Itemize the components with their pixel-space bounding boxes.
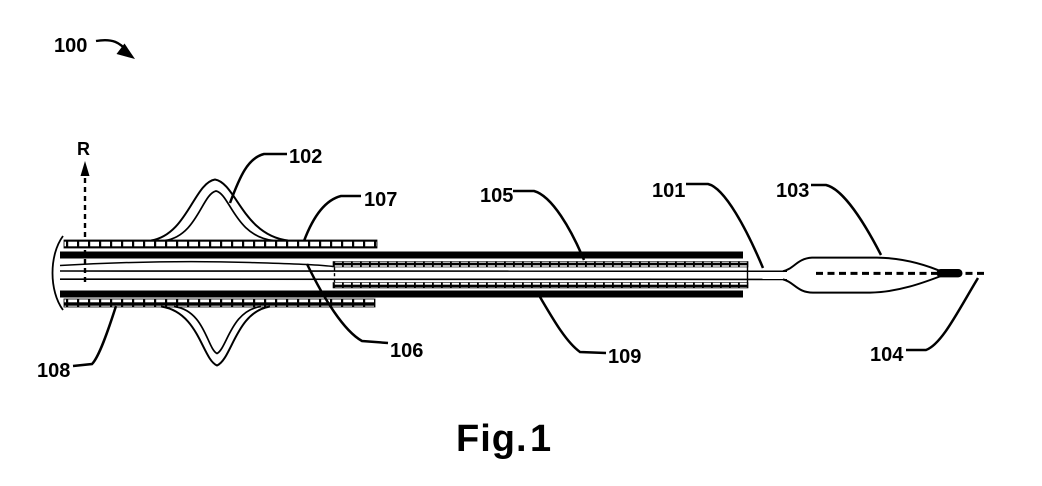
radial-arrowhead-icon (80, 161, 90, 176)
figure-caption-number: 1 (530, 418, 552, 460)
leader-105 (513, 189, 586, 261)
leader-104 (906, 277, 980, 352)
ref-label-102: 102 (289, 146, 322, 168)
catheter-top-wall (60, 251, 743, 259)
leader-102 (228, 152, 287, 204)
leader-101 (686, 182, 765, 269)
catheter-bottom-wall (60, 290, 743, 298)
ref-label-101: 101 (652, 180, 685, 202)
anchor-bump-top-outer (150, 178, 289, 242)
anchor-bump-top-inner (164, 190, 274, 242)
anchor-bump-bottom-inner (173, 305, 262, 355)
leader-107 (302, 194, 361, 242)
inner-shaft-top-hatch (332, 261, 749, 268)
leader-106 (305, 263, 389, 345)
leader-103 (811, 183, 883, 256)
ref-label-104: 104 (870, 344, 904, 366)
balloon-outline-top (782, 256, 945, 274)
outer-sheath-top-hatch (63, 239, 378, 249)
guidewire-line (59, 260, 334, 268)
ref-label-103: 103 (776, 180, 809, 202)
balloon-outline-bottom (782, 275, 942, 294)
radial-axis-label: R (77, 139, 90, 159)
overall-arrowhead-icon (116, 43, 135, 59)
ref-label-100: 100 (54, 35, 87, 57)
ref-label-109: 109 (608, 346, 641, 368)
ref-label-105: 105 (480, 185, 513, 207)
outer-sheath-bottom-hatch (63, 298, 376, 308)
distal-tip-marker (936, 269, 963, 278)
figure-caption-word: Fig. (456, 418, 528, 460)
ref-label-108: 108 (37, 360, 70, 382)
leader-109 (538, 296, 607, 355)
proximal-break-curve (51, 235, 64, 311)
ref-label-107: 107 (364, 189, 397, 211)
ref-label-106: 106 (390, 340, 423, 362)
inner-shaft-bottom-hatch (332, 282, 749, 289)
leader-108 (72, 305, 118, 368)
anchor-bump-bottom-outer (160, 305, 271, 367)
